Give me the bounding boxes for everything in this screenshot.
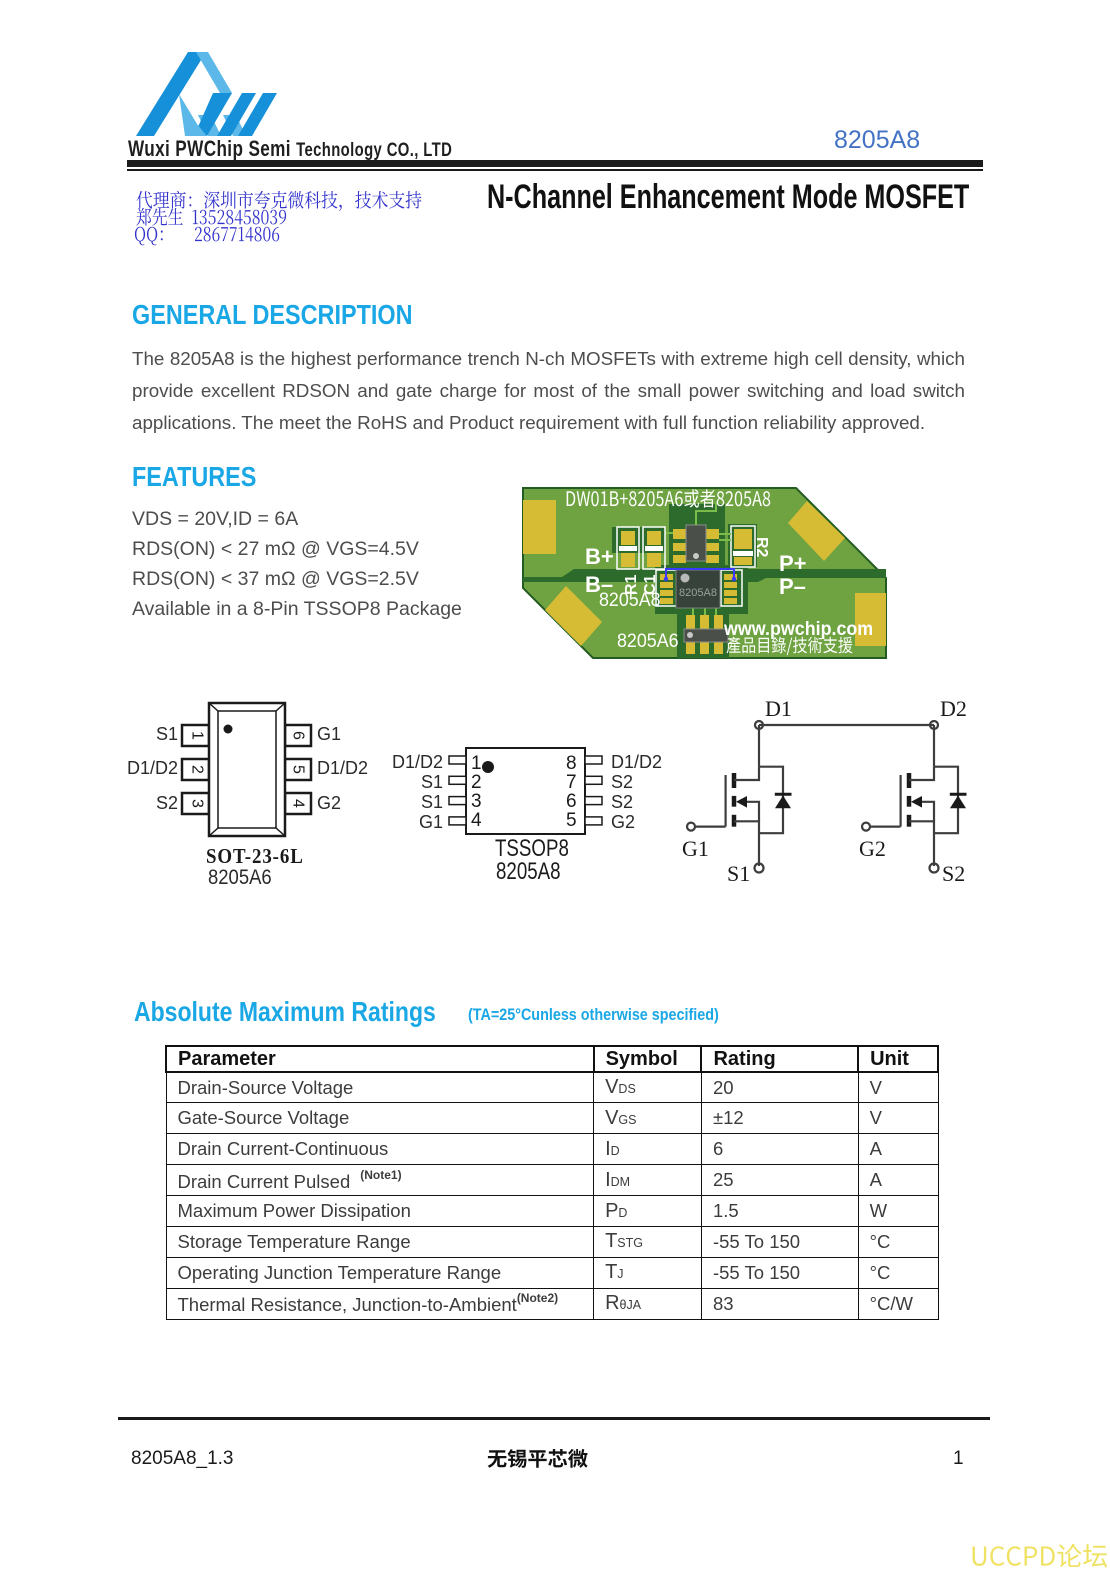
svg-text:1: 1 <box>189 731 206 740</box>
svg-text:5: 5 <box>290 765 307 774</box>
svg-text:6: 6 <box>566 791 577 812</box>
svg-text:8205A8: 8205A8 <box>679 587 717 599</box>
svg-text:2: 2 <box>471 772 482 793</box>
svg-text:4: 4 <box>290 799 307 808</box>
svg-text:1: 1 <box>471 753 482 774</box>
svg-text:2: 2 <box>189 765 206 774</box>
svg-text:5: 5 <box>566 810 577 831</box>
svg-text:4: 4 <box>471 810 482 831</box>
svg-text:8: 8 <box>566 753 577 774</box>
svg-text:7: 7 <box>566 772 577 793</box>
svg-text:6: 6 <box>290 731 307 740</box>
svg-text:3: 3 <box>189 799 206 808</box>
svg-text:3: 3 <box>471 791 482 812</box>
